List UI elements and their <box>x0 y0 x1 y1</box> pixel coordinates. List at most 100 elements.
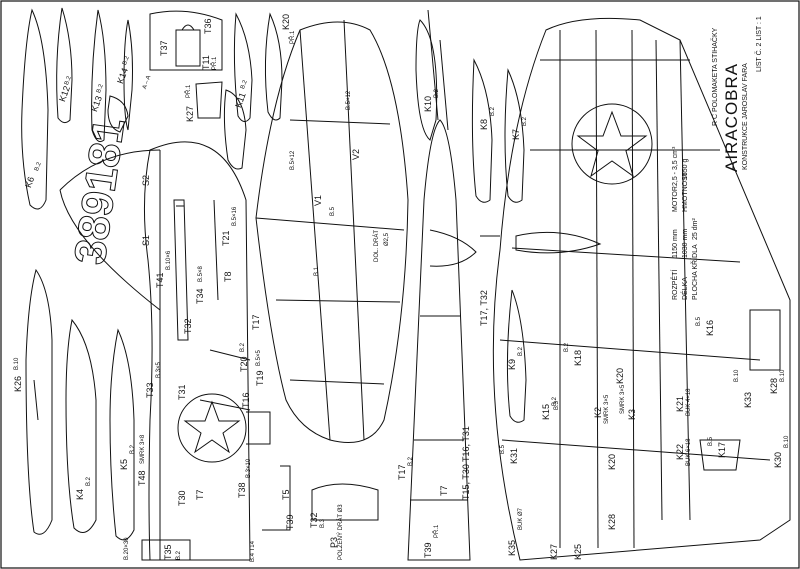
label-b4-t14: B.4 T14 <box>250 541 256 562</box>
label-t33: T33 <box>145 382 155 398</box>
label-t5: T5 <box>281 489 291 500</box>
label-k35-material: BUK Ø7 <box>518 507 524 530</box>
spec-label-length: DÉLKA <box>682 277 689 300</box>
label-t20: T20 <box>239 356 249 372</box>
fin-v1-v2 <box>255 21 409 443</box>
label-t17-b: T17 <box>397 464 407 480</box>
label-k7-material: B.2 <box>522 116 528 126</box>
label-t15-t30: T15, T30 <box>461 464 471 500</box>
label-k28: K28 <box>769 377 779 394</box>
title-author: KONSTRUKCE JAROSLAV FARA <box>742 63 749 170</box>
label-b1: B.1 <box>314 266 320 276</box>
label-b3: B.3 <box>554 400 560 410</box>
label-k16: K16 <box>705 319 715 336</box>
label-k27: K27 <box>185 105 195 122</box>
label-t32-b: T32 <box>309 512 319 528</box>
label-dolni-drat: DOL. DRÁT <box>374 229 380 262</box>
part-k10-shape <box>415 19 438 141</box>
label-k20: K20 <box>281 13 291 30</box>
label-k20-b: K20 <box>615 367 625 384</box>
label-k7: K7 <box>511 128 521 140</box>
label-t48-material: SMRK 3×8 <box>140 434 146 464</box>
label-t20-material: B.2 <box>240 342 246 352</box>
label-k18: K18 <box>573 349 583 366</box>
part-aa-section <box>107 95 129 133</box>
label-t21: T21 <box>221 230 231 246</box>
part-k8-shape <box>471 58 493 203</box>
part-k4-shape <box>65 318 97 533</box>
title-heading: R C POLOMAKETA STIHAČKY <box>712 27 719 126</box>
label-dolni-drat-material: Ø2,5 <box>384 232 390 246</box>
label-t17-t32: T17, T32 <box>479 290 489 326</box>
label-t16: T16 <box>241 392 251 408</box>
label-t34-material: B.5×8 <box>198 266 204 282</box>
label-t41: T41 <box>155 272 165 288</box>
part-k11-shape <box>223 89 247 170</box>
label-t8: T8 <box>223 271 233 282</box>
label-k25: K25 <box>573 543 583 560</box>
label-k21: K21 <box>675 395 685 412</box>
wing-outline <box>492 17 791 561</box>
label-k2-material: SMRK 3×5 <box>604 394 610 424</box>
label-k28-material: B.10 <box>780 369 786 382</box>
label-t37: T37 <box>159 40 169 56</box>
part-k6-shape <box>21 8 49 210</box>
label-k9-material: B.2 <box>518 346 524 356</box>
label-k21-material: BUK 4×18 <box>686 388 692 416</box>
spec-value-area: 25 dm² <box>692 218 699 240</box>
part-k20-shape <box>233 12 253 122</box>
label-t48: T48 <box>137 470 147 486</box>
label-k26-material: B.10 <box>14 357 20 370</box>
label-k15: K15 <box>541 403 551 420</box>
label-t7: T7 <box>195 489 205 500</box>
label-k5: K5 <box>119 458 129 470</box>
label-k26: K26 <box>13 375 23 392</box>
part-k7-shape <box>504 68 525 203</box>
label-t35-material: B.2 <box>176 550 182 560</box>
label-t39-b: T39 <box>423 542 433 558</box>
label-t34: T34 <box>195 288 205 304</box>
part-t36-t37 <box>149 10 223 71</box>
label-k4: K4 <box>75 488 85 500</box>
spinner <box>515 231 602 254</box>
label-t7-b: T7 <box>439 485 449 496</box>
label-k10: K10 <box>423 95 433 112</box>
fuselage-serial: 389181 <box>65 115 134 267</box>
label-k20-material: PŘ.1 <box>290 30 296 44</box>
label-t11-material: PŘ.1 <box>212 56 218 70</box>
spec-value-motor: 2,5 - 3,5 cm³ <box>672 146 679 186</box>
label-b5: B.5 <box>330 206 336 216</box>
part-k28-block <box>749 309 781 371</box>
label-k17-material: B.5 <box>708 436 714 446</box>
label-k33: K33 <box>743 391 753 408</box>
label-t32: T32 <box>183 318 193 334</box>
label-p3-material: POLŽENÝ DRÁT Ø3 <box>338 504 344 560</box>
label-k8-material: B.2 <box>490 106 496 116</box>
label-k33-material: B.10 <box>734 369 740 382</box>
title-block: R C POLOMAKETA STIHAČKY AIRACOBRA KONSTR… <box>712 8 800 248</box>
label-k2: K2 <box>593 406 603 418</box>
label-k20-c: K20 <box>607 453 617 470</box>
label-t35: T35 <box>163 544 173 560</box>
part-p3-cowl <box>311 483 379 521</box>
label-k31-material: B.5 <box>500 444 506 454</box>
label-t19: T19 <box>255 370 265 386</box>
title-name: AIRACOBRA <box>722 62 741 172</box>
part-k9-shape <box>506 289 527 423</box>
label-t41-material: B.10×6 <box>166 250 172 270</box>
spec-label-area: PLOCHA KŘÍDLA <box>692 244 699 300</box>
label-k9: K9 <box>507 358 517 370</box>
part-k13-shape <box>91 9 107 143</box>
roundel-fuselage <box>177 393 247 463</box>
label-k22: K22 <box>675 443 685 460</box>
label-k31: K31 <box>509 447 519 464</box>
fuselage-side <box>143 141 251 561</box>
label-k27-b: K27 <box>549 543 559 560</box>
part-k27-shape <box>195 81 223 119</box>
label-t38: T38 <box>237 482 247 498</box>
label-k35: K35 <box>507 539 517 556</box>
label-t39: T39 <box>285 514 295 530</box>
spec-value-length: 1030 mm <box>682 228 689 258</box>
label-k22-material: BUK 6×18 <box>686 438 692 466</box>
label-k5-material: B.2 <box>130 444 136 454</box>
